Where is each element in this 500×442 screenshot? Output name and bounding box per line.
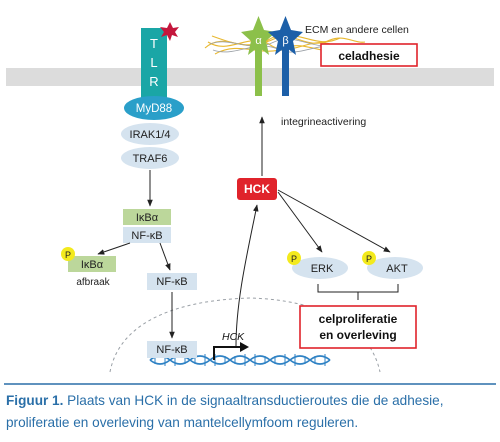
ecm-label: ECM en andere cellen bbox=[305, 24, 409, 36]
hck-gene-arrowhead bbox=[240, 342, 249, 352]
erk-node bbox=[292, 257, 348, 279]
proliferation-box bbox=[299, 305, 417, 349]
traf6-node bbox=[121, 147, 179, 169]
nfkb-nuclear-label: NF-κB bbox=[156, 344, 187, 356]
phospho-p-label-ikba: P bbox=[65, 250, 71, 260]
phospho-p-label-erk: P bbox=[291, 254, 297, 264]
integrin-alpha-head bbox=[241, 16, 276, 55]
afbraak-label: afbraak bbox=[76, 277, 110, 288]
figure-caption: Figuur 1. Plaats van HCK in de signaaltr… bbox=[6, 390, 494, 434]
nfkb-nuclear-box bbox=[147, 341, 197, 358]
caption-text: Plaats van HCK in de signaaltransductier… bbox=[6, 393, 444, 430]
tlr-letter-l: L bbox=[150, 55, 157, 70]
ikba-label: IκBα bbox=[136, 212, 159, 224]
tlr-letter-r: R bbox=[149, 74, 158, 89]
integrin-alpha-label: α bbox=[255, 35, 262, 47]
integrine-label: integrineactivering bbox=[281, 116, 366, 128]
erk-label: ERK bbox=[311, 263, 334, 275]
nfkb-free-box bbox=[147, 273, 197, 290]
tlr-receptor bbox=[141, 28, 167, 102]
arrow-hck-erk bbox=[277, 191, 323, 253]
arrow-to-ikba-degradation bbox=[97, 242, 131, 255]
adhesion-box bbox=[320, 43, 418, 67]
integrin-alpha-stalk bbox=[255, 38, 262, 96]
adhesion-label: celadhesie bbox=[338, 49, 400, 63]
ligand-star-icon bbox=[160, 22, 179, 41]
phospho-p-circle-ikba bbox=[61, 247, 75, 261]
phospho-ikba-box bbox=[68, 256, 116, 272]
myd88-node bbox=[124, 96, 184, 120]
integrin-beta-stalk bbox=[282, 38, 289, 96]
integrin-beta-head bbox=[268, 16, 303, 55]
arrow-to-nfkb-free bbox=[159, 242, 171, 271]
hck-label: HCK bbox=[244, 182, 270, 196]
irak-label: IRAK1/4 bbox=[130, 129, 171, 141]
irak-node bbox=[121, 123, 179, 145]
proliferation-line-1: celproliferatie bbox=[319, 312, 398, 326]
hck-gene-label: HCK bbox=[222, 331, 245, 343]
cell-membrane bbox=[6, 68, 494, 86]
proliferation-line-2: en overleving bbox=[319, 328, 396, 342]
phospho-p-label-akt: P bbox=[366, 254, 372, 264]
erk-akt-bracket bbox=[317, 284, 399, 300]
ikba-box bbox=[123, 209, 171, 225]
arrow-hck-akt bbox=[277, 189, 391, 253]
nfkb-complex-box bbox=[123, 227, 171, 243]
akt-label: AKT bbox=[386, 263, 408, 275]
traf6-label: TRAF6 bbox=[133, 153, 168, 165]
phospho-ikba-label: IκBα bbox=[81, 259, 104, 271]
hck-protein bbox=[237, 178, 277, 200]
arrow-gene-to-hck bbox=[235, 204, 259, 347]
akt-node bbox=[367, 257, 423, 279]
caption-label: Figuur 1. bbox=[6, 393, 64, 408]
nfkb-free-label: NF-κB bbox=[156, 276, 187, 288]
hck-gene-promoter-arrow bbox=[213, 346, 240, 360]
phospho-p-circle-akt bbox=[362, 251, 376, 265]
integrin-beta-label: β bbox=[282, 35, 288, 47]
myd88-label: MyD88 bbox=[136, 103, 172, 115]
tlr-letter-t: T bbox=[150, 36, 158, 51]
phospho-p-circle-erk bbox=[287, 251, 301, 265]
tlr-label: T L R bbox=[149, 36, 158, 89]
nfkb-complex-label: NF-κB bbox=[131, 230, 162, 242]
